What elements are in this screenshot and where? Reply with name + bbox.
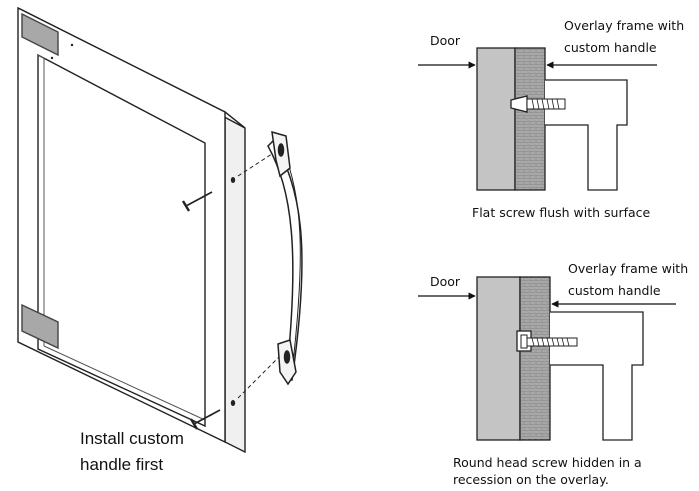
top-frame-label-line1: Overlay frame with (564, 18, 685, 33)
screw-bottom (189, 409, 221, 430)
bottom-door-label: Door (430, 274, 461, 289)
bottom-detail (476, 276, 644, 441)
top-frame-core (514, 47, 546, 191)
top-detail (476, 47, 628, 191)
door-side-face (224, 110, 246, 454)
door-inner-panel (37, 53, 206, 428)
bottom-detail-caption-line1: Round head screw hidden in a (453, 455, 642, 470)
top-door-section (476, 47, 516, 191)
corner-block-bottom (21, 303, 59, 350)
top-frame-profile (545, 79, 628, 191)
top-detail-caption: Flat screw flush with surface (472, 205, 651, 220)
top-door-label: Door (430, 33, 461, 48)
install-caption-line1: Install custom (80, 429, 184, 448)
alignment-lines (237, 149, 285, 399)
bottom-detail-caption-line2: recession on the overlay. (453, 472, 609, 487)
custom-handle (267, 130, 303, 386)
install-caption-line2: handle first (80, 455, 164, 474)
bottom-frame-profile (550, 311, 644, 441)
bottom-frame-label-line1: Overlay frame with (568, 261, 689, 276)
top-flat-screw (510, 95, 528, 113)
bottom-round-screw (520, 334, 528, 349)
bottom-door-section (476, 276, 521, 441)
corner-block-top (21, 12, 59, 57)
screw-hole-bottom (230, 400, 236, 406)
top-frame-label-line2: custom handle (564, 40, 657, 55)
screw-hole-top (230, 177, 236, 183)
screw-top (181, 191, 213, 212)
cabinet-door (17, 6, 246, 454)
bottom-frame-core (519, 276, 551, 441)
bottom-frame-label-line2: custom handle (568, 283, 661, 298)
